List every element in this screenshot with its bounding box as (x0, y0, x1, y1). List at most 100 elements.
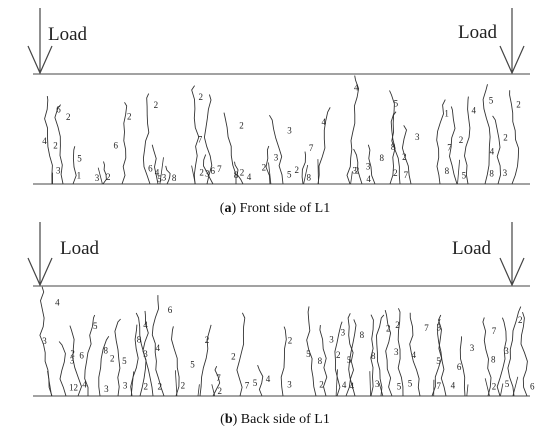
crack-line (459, 336, 466, 397)
crack-line (191, 85, 200, 185)
crack-stage-number: 7 (245, 380, 250, 390)
crack-stage-number: 4 (490, 146, 495, 156)
crack-stage-number: 8 (371, 351, 376, 361)
crack-line (114, 318, 121, 397)
caption-letter-front: a (224, 201, 232, 216)
crack-line (370, 314, 374, 397)
crack-stage-number: 8 (445, 166, 450, 176)
crack-stage-number: 4 (155, 168, 160, 178)
crack-stage-number: 8 (491, 355, 496, 365)
crack-stage-number: 3 (394, 347, 399, 357)
crack-stage-number: 4 (451, 380, 456, 390)
crack-line (280, 326, 287, 397)
crack-stage-number: 5 (122, 356, 127, 366)
crack-branch (350, 171, 353, 185)
crack-stage-number: 2 (262, 162, 267, 172)
crack-stage-number: 5 (394, 99, 399, 109)
crack-stage-number: 4 (350, 381, 355, 391)
crack-line (353, 148, 363, 185)
crack-line (102, 161, 107, 185)
crack-stage-number: 3 (42, 336, 47, 346)
crack-stage-number: 1 (444, 109, 449, 119)
crack-line (317, 107, 331, 185)
crack-line (223, 112, 237, 184)
caption-text-front: Front side of L1 (239, 201, 331, 216)
crack-line (401, 125, 412, 185)
crack-branch (369, 371, 371, 397)
crack-stage-number: 7 (447, 142, 452, 152)
crack-stage-number: 2 (199, 92, 204, 102)
crack-stage-number: 2 (459, 135, 464, 145)
crack-stage-number: 4 (322, 117, 327, 127)
crack-stage-number: 3 (366, 162, 371, 172)
crack-stage-number: 3 (95, 173, 100, 183)
crack-line (384, 309, 393, 397)
crack-branch (97, 167, 103, 185)
crack-stage-number: 8 (307, 173, 312, 183)
crack-stage-number: 4 (55, 298, 60, 308)
crack-line (54, 104, 64, 185)
crack-stage-number: 2 (492, 382, 497, 392)
crack-stage-number: 8 (137, 334, 142, 344)
crack-line (376, 314, 385, 397)
crack-stage-number: 5 (408, 379, 413, 389)
crack-branch (191, 165, 196, 185)
crack-stage-number: 3 (162, 173, 167, 183)
crack-line (409, 312, 421, 397)
crack-line (492, 115, 501, 185)
crack-stage-number: 2 (386, 324, 391, 334)
crack-branch (159, 157, 164, 185)
crack-branch (378, 382, 384, 397)
crack-line (436, 99, 446, 185)
crack-stage-number: 6 (79, 351, 84, 361)
crack-line (165, 165, 171, 185)
crack-line (234, 161, 244, 185)
crack-line (367, 144, 376, 185)
crack-stage-number: 1 (77, 171, 82, 181)
crack-line (58, 341, 67, 397)
crack-stage-number: 2 (110, 354, 115, 364)
crack-stage-number: 6 (114, 141, 119, 151)
crack-line (334, 321, 343, 397)
crack-stage-number: 4 (266, 374, 271, 384)
crack-stage-number: 4 (472, 106, 477, 116)
crack-line (121, 102, 128, 185)
load-arrow-right-back (499, 222, 525, 287)
crack-line (509, 90, 520, 185)
crack-stage-number: 3 (415, 132, 420, 142)
crack-line (449, 106, 458, 185)
crack-stage-number: 4 (82, 380, 87, 390)
crack-line (151, 295, 165, 397)
crack-stage-number: 7 (437, 381, 442, 391)
crack-stage-number: 6 (530, 382, 535, 392)
crack-line (346, 75, 360, 185)
crack-stage-number: 3 (287, 379, 292, 389)
crack-stage-number: 12 (69, 383, 78, 393)
crack-stage-number: 2 (154, 100, 159, 110)
crack-stage-number: 7 (492, 326, 497, 336)
crack-stage-number: 6 (168, 305, 173, 315)
crack-stage-number: 3 (56, 166, 61, 176)
crack-line (265, 145, 271, 185)
crack-stage-number: 8 (104, 345, 109, 355)
crack-stage-number: 3 (341, 328, 346, 338)
caption-front: (a) Front side of L1 (219, 201, 331, 216)
crack-stage-number: 2 (158, 381, 163, 391)
load-arrow-left-front (27, 8, 53, 75)
crack-stage-number: 4 (247, 172, 252, 182)
crack-line (171, 326, 180, 397)
crack-stage-number: 3 (70, 356, 75, 366)
crack-branch (317, 159, 319, 185)
crack-line (236, 312, 246, 397)
crack-stage-number: 2 (239, 120, 244, 130)
crack-line (306, 306, 317, 397)
load-label-right-front: Load (458, 22, 498, 43)
crack-stage-number: 2 (205, 335, 210, 345)
crack-stage-number: 2 (66, 112, 71, 122)
crack-stage-number: 4 (143, 320, 148, 330)
crack-line (431, 314, 442, 397)
crack-stage-number: 2 (240, 168, 245, 178)
crack-stage-number: 2 (127, 111, 132, 121)
crack-stage-number: 5 (157, 174, 162, 184)
crack-stage-number: 5 (253, 378, 258, 388)
